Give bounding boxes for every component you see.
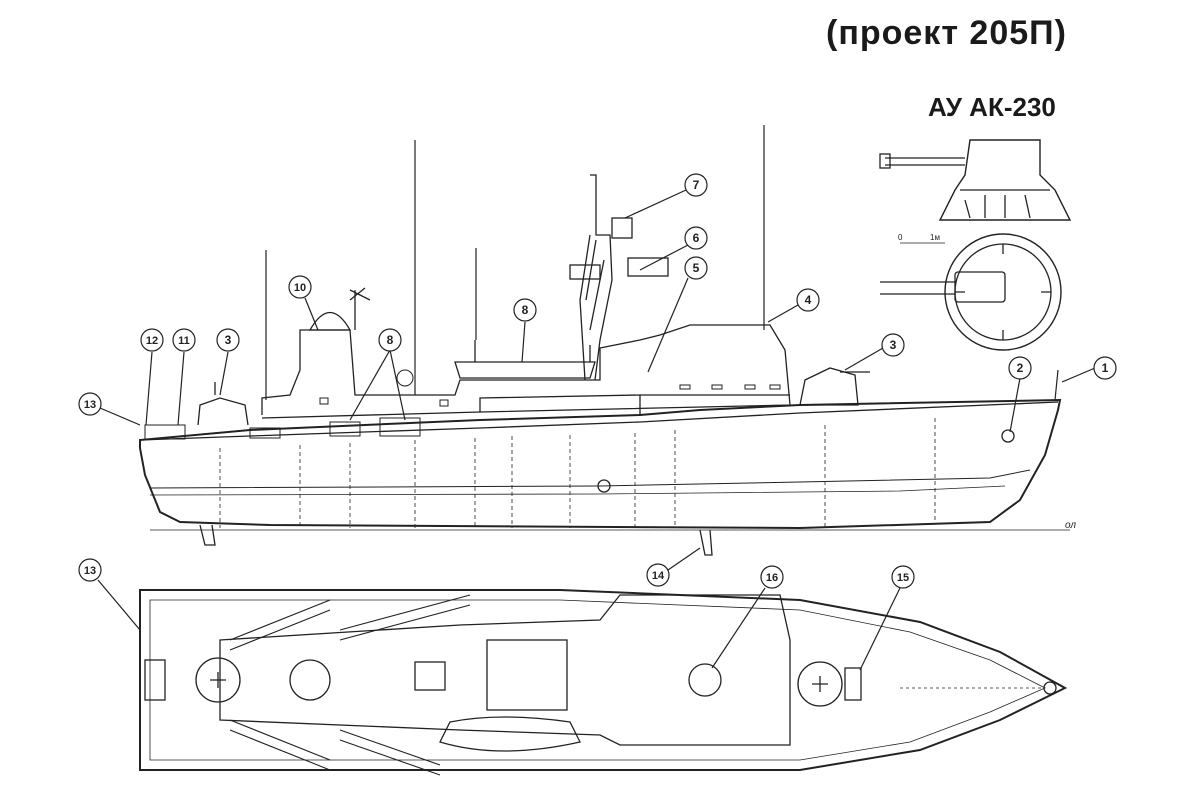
main-mast bbox=[579, 174, 613, 381]
callout-13-side: 13 bbox=[78, 392, 141, 426]
scale-start: 0 bbox=[898, 233, 903, 242]
callout-16: 16 bbox=[711, 565, 784, 669]
callout-2-label: 2 bbox=[1017, 361, 1024, 375]
plan-fwd-gun bbox=[797, 661, 843, 707]
callout-8-boat: 8 bbox=[513, 298, 537, 363]
callout-6: 6 bbox=[639, 226, 708, 271]
scale-end: 1м bbox=[930, 233, 940, 242]
callout-14-label: 14 bbox=[652, 570, 665, 582]
fwd-gun-mount bbox=[799, 367, 859, 406]
callout-10-label: 10 bbox=[294, 282, 306, 294]
callout-11: 11 bbox=[172, 328, 196, 426]
callout-3-aft: 3 bbox=[216, 328, 240, 396]
callout-3-aft-label: 3 bbox=[225, 333, 232, 347]
callout-3-fwd: 3 bbox=[844, 333, 905, 371]
hull-outline bbox=[139, 398, 1062, 530]
callout-4: 4 bbox=[767, 288, 820, 323]
callout-7: 7 bbox=[624, 173, 708, 219]
callout-12-label: 12 bbox=[146, 335, 158, 347]
callout-8-launchers-label: 8 bbox=[387, 333, 394, 347]
ak230-top-view: 0 1м bbox=[880, 233, 1062, 351]
ak230-side-view bbox=[879, 139, 1072, 221]
callouts: 1 2 3 3 4 5 6 7 8 8 10 11 12 13 13 bbox=[78, 173, 1117, 671]
plan-lifeboat bbox=[439, 716, 581, 752]
drawing-title: (проект 205П) bbox=[826, 14, 1067, 52]
callout-15: 15 bbox=[859, 565, 915, 671]
aft-gun-mount bbox=[197, 397, 249, 426]
callout-13-side-label: 13 bbox=[84, 399, 96, 411]
callout-15-label: 15 bbox=[897, 572, 909, 584]
callout-7-label: 7 bbox=[693, 178, 700, 192]
superstructure bbox=[261, 324, 791, 419]
plan-aft-gun bbox=[195, 657, 241, 703]
callout-16-label: 16 bbox=[766, 572, 778, 584]
callout-2: 2 bbox=[1008, 356, 1032, 433]
callout-10: 10 bbox=[288, 275, 319, 331]
lifeboat bbox=[454, 361, 596, 379]
callout-8-launchers: 8 bbox=[349, 328, 406, 421]
side-profile bbox=[139, 125, 1070, 556]
callout-3-fwd-label: 3 bbox=[890, 338, 897, 352]
callout-1: 1 bbox=[1061, 356, 1117, 383]
plan-view bbox=[139, 589, 1068, 776]
callout-1-label: 1 bbox=[1102, 361, 1109, 375]
callout-4-label: 4 bbox=[805, 293, 812, 307]
callout-13-plan: 13 bbox=[78, 558, 141, 631]
callout-5-label: 5 bbox=[693, 261, 700, 275]
callout-13-plan-label: 13 bbox=[84, 565, 96, 577]
callout-8-boat-label: 8 bbox=[522, 303, 529, 317]
anchor-icon bbox=[1001, 429, 1015, 443]
callout-14: 14 bbox=[646, 547, 701, 587]
radar-dome bbox=[308, 312, 352, 331]
callout-12: 12 bbox=[140, 328, 164, 426]
plan-hull-outline bbox=[139, 589, 1068, 771]
author-signature: ол bbox=[1065, 520, 1076, 531]
gun-mount-label: АУ АК-230 bbox=[928, 92, 1056, 122]
callout-5: 5 bbox=[647, 256, 708, 373]
callout-11-label: 11 bbox=[178, 335, 190, 347]
callout-6-label: 6 bbox=[693, 231, 700, 245]
